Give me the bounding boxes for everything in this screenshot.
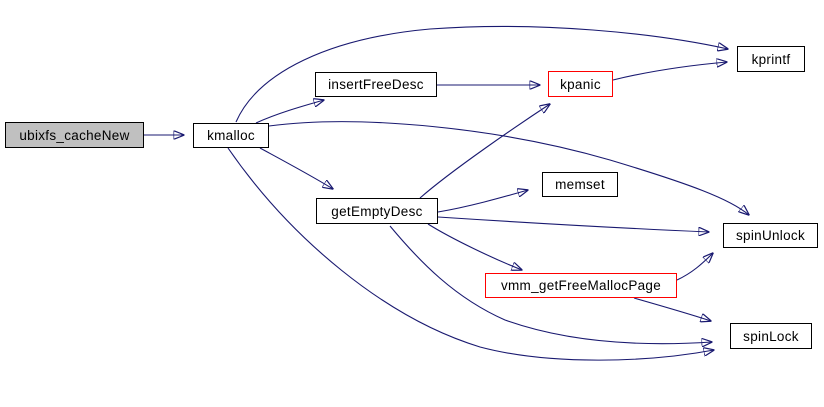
- node-spinUnlock[interactable]: spinUnlock: [723, 223, 818, 248]
- edge-getEmptyDesc-memset: [437, 190, 528, 213]
- edge-kmalloc-spinUnlock: [268, 121, 749, 215]
- node-spinLock[interactable]: spinLock: [730, 323, 812, 349]
- edge-kpanic-kprintf: [612, 62, 727, 81]
- edge-getEmptyDesc-vmm_getFreeMallocPage: [427, 223, 522, 270]
- edge-vmm_getFreeMallocPage-spinUnlock: [676, 253, 713, 281]
- edge-kmalloc-kprintf: [235, 25, 728, 123]
- node-ubixfs_cacheNew: ubixfs_cacheNew: [5, 122, 144, 148]
- edge-kmalloc-getEmptyDesc: [259, 147, 333, 189]
- node-kprintf[interactable]: kprintf: [737, 46, 805, 72]
- node-vmm_getFreeMallocPage[interactable]: vmm_getFreeMallocPage: [485, 273, 677, 298]
- edge-getEmptyDesc-spinLock: [389, 225, 712, 344]
- node-getEmptyDesc[interactable]: getEmptyDesc: [316, 198, 438, 224]
- edge-getEmptyDesc-kpanic: [419, 104, 550, 199]
- edge-vmm_getFreeMallocPage-spinLock: [633, 297, 711, 321]
- edge-kmalloc-spinLock: [227, 147, 714, 361]
- node-kmalloc[interactable]: kmalloc: [193, 123, 269, 148]
- edge-kmalloc-insertFreeDesc: [255, 100, 324, 124]
- node-kpanic[interactable]: kpanic: [548, 71, 613, 97]
- node-memset[interactable]: memset: [542, 172, 618, 197]
- node-insertFreeDesc[interactable]: insertFreeDesc: [315, 72, 437, 97]
- edge-getEmptyDesc-spinUnlock: [437, 216, 709, 232]
